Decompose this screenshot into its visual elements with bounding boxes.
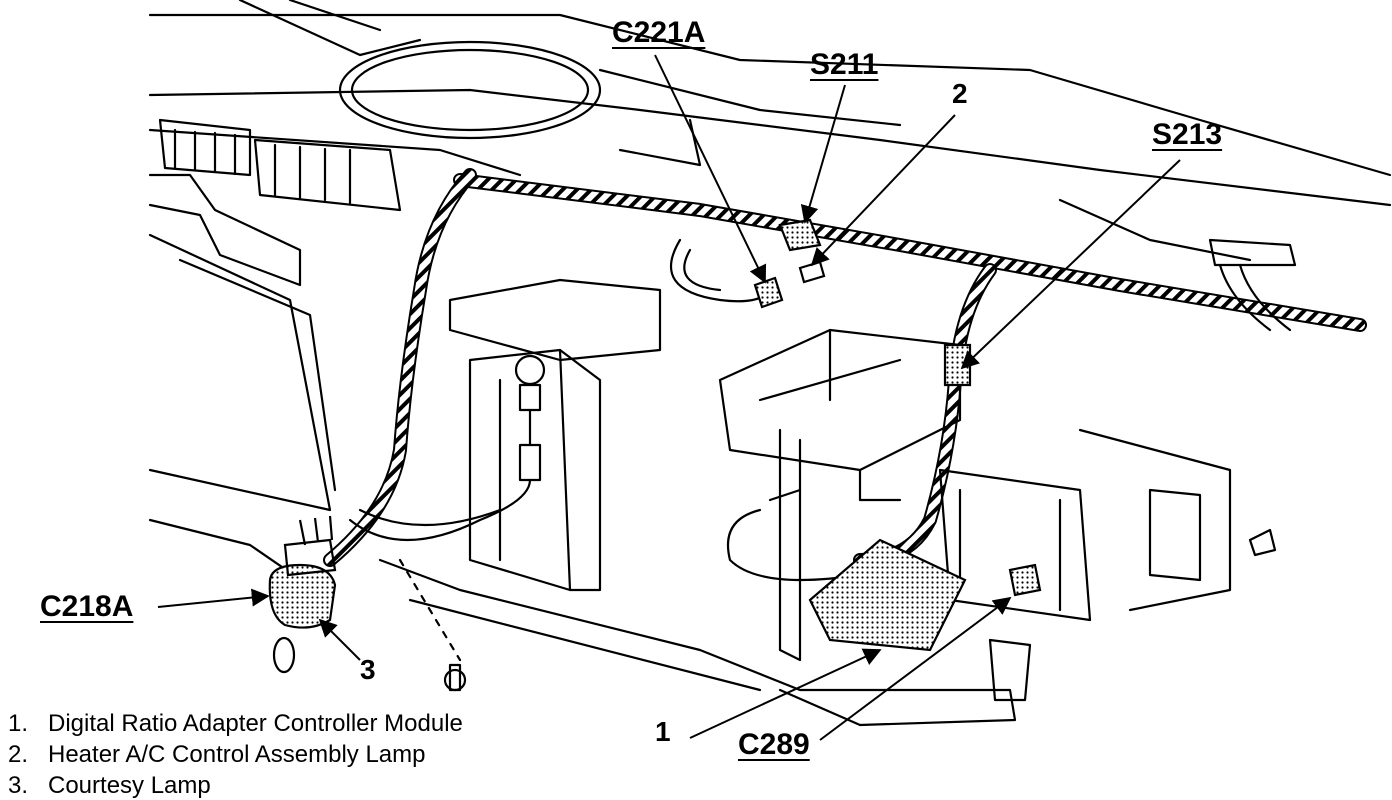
leader-2 <box>810 114 956 267</box>
legend: 1. Digital Ratio Adapter Controller Modul… <box>8 708 463 800</box>
screw <box>443 663 467 692</box>
leader-3 <box>318 618 361 661</box>
right-bracket <box>938 238 1297 622</box>
legend-text: Heater A/C Control Assembly Lamp <box>48 741 426 768</box>
lower-right-wire <box>726 508 862 582</box>
right-box <box>718 328 962 662</box>
c289-connector <box>1008 563 1042 597</box>
s211-splice <box>778 218 822 252</box>
callout-1: 1 <box>655 716 671 747</box>
callout-3: 3 <box>360 654 376 685</box>
heater-control-assembly <box>448 278 662 592</box>
leader-s213 <box>960 159 1181 370</box>
legend-item: 2. Heater A/C Control Assembly Lamp <box>8 739 463 770</box>
callout-s213: S213 <box>1152 118 1223 151</box>
leader-c221a <box>654 54 767 284</box>
callout-c289: C289 <box>738 728 810 761</box>
left-harness <box>323 168 477 567</box>
leader-1 <box>689 648 882 739</box>
legend-item: 1. Digital Ratio Adapter Controller Modul… <box>8 708 463 739</box>
dash-upper-panel <box>148 0 1392 262</box>
leader-s211 <box>800 84 846 224</box>
left-vent <box>158 118 402 212</box>
legend-number: 2. <box>8 741 29 768</box>
legend-item: 3. Courtesy Lamp <box>8 770 463 800</box>
legend-number: 3. <box>8 772 29 799</box>
callout-2: 2 <box>952 78 968 109</box>
lamp-wire-loop <box>348 478 532 541</box>
c221a-connector <box>753 276 784 309</box>
callout-c218a: C218A <box>40 590 134 623</box>
leader-c289 <box>819 596 1012 741</box>
legend-text: Digital Ratio Adapter Controller Module <box>48 710 463 737</box>
legend-number: 1. <box>8 710 29 737</box>
leader-c218a <box>157 588 270 608</box>
drac-module <box>808 538 967 652</box>
legend-text: Courtesy Lamp <box>48 772 211 799</box>
callout-c221a: C221A <box>612 16 706 49</box>
callout-s211: S211 <box>810 48 879 81</box>
lower-dash-trim <box>148 173 1032 727</box>
courtesy-bulb <box>272 636 296 674</box>
